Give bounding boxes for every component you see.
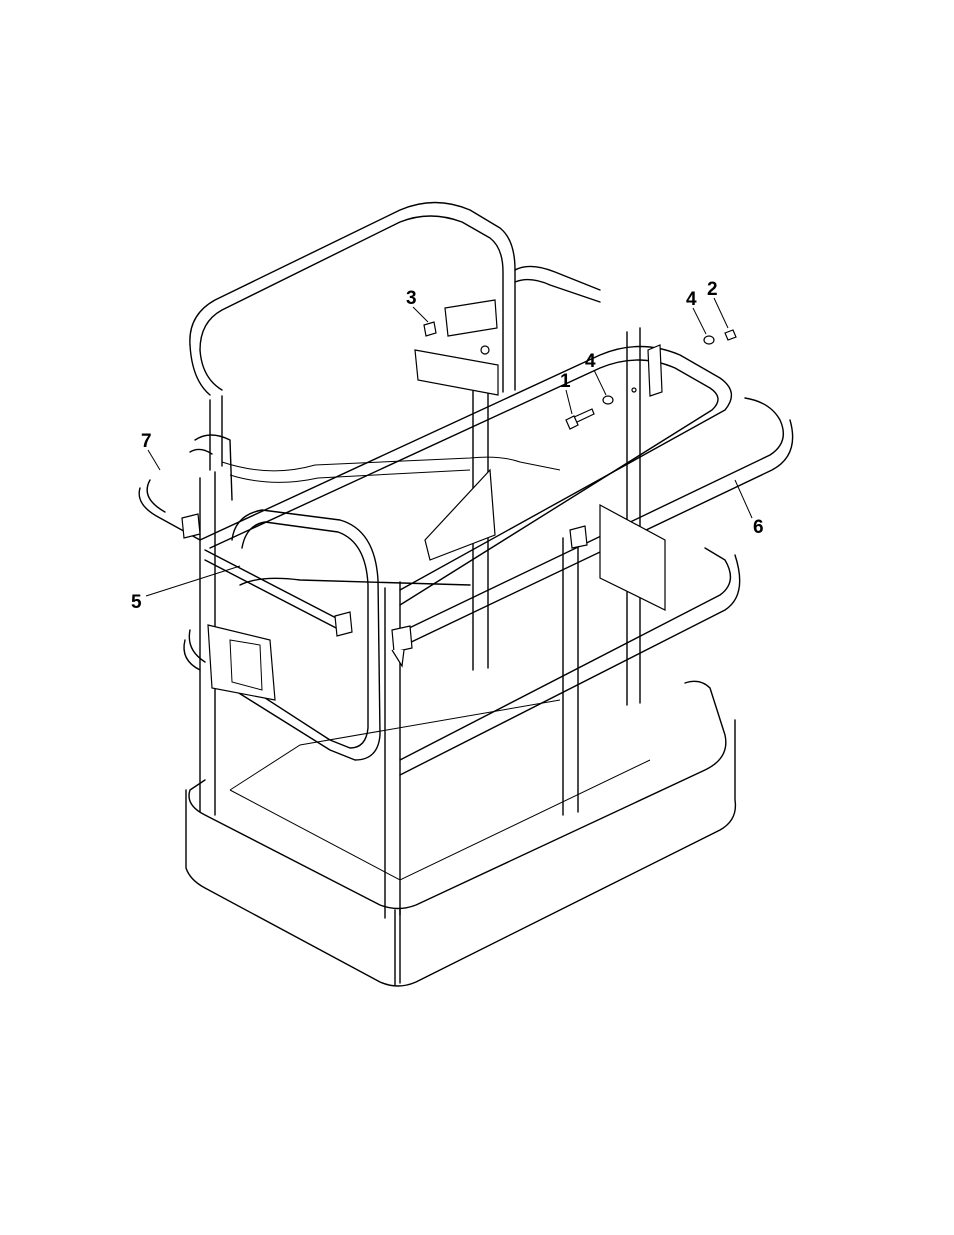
callout-2: 2 [707, 279, 718, 300]
gate [208, 510, 380, 760]
callout-6: 6 [753, 517, 764, 538]
basket-base [186, 681, 735, 986]
callout-1: 1 [560, 371, 571, 392]
callout-7: 7 [141, 431, 152, 452]
side-rail [182, 435, 352, 636]
callout-4-right: 4 [686, 289, 697, 310]
callout-5: 5 [131, 592, 142, 613]
corner-brackets [392, 345, 662, 666]
rear-inner-loop [222, 457, 560, 585]
rear-guard-loop [190, 203, 600, 396]
callout-3: 3 [406, 288, 417, 309]
callout-4-center: 4 [585, 351, 596, 372]
